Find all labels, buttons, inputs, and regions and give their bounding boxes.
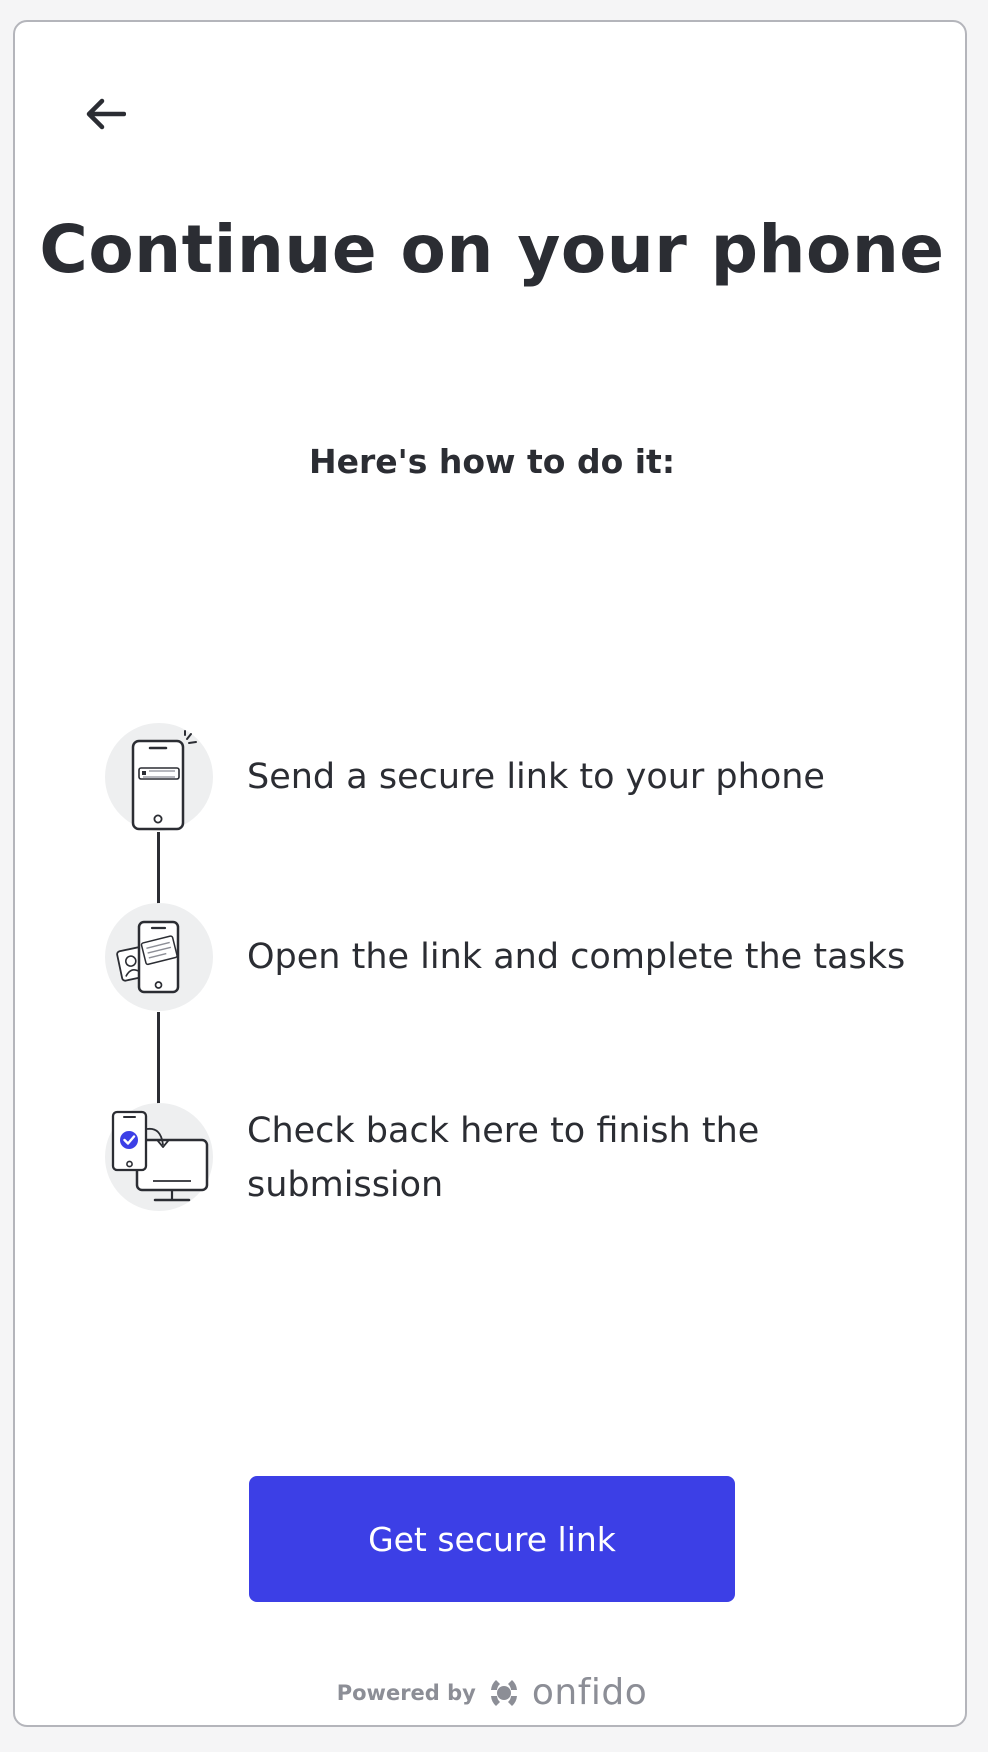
phone-to-desktop-check-icon bbox=[111, 1110, 209, 1202]
onfido-logo-icon bbox=[490, 1679, 517, 1706]
step-connector bbox=[157, 1012, 160, 1104]
step-3-text: Check back here to finish the submission bbox=[247, 1111, 760, 1205]
get-secure-link-button[interactable]: Get secure link bbox=[249, 1476, 735, 1602]
step-2-icon-container bbox=[105, 903, 213, 1011]
page-title: Continue on your phone bbox=[15, 206, 969, 294]
page-subtitle: Here's how to do it: bbox=[308, 442, 676, 481]
step-2-text: Open the link and complete the tasks bbox=[247, 937, 906, 977]
verification-modal: Continue on your phone Here's how to do … bbox=[13, 20, 967, 1727]
page-title-text: Continue on your phone bbox=[39, 211, 945, 288]
onfido-brand-name: onfido bbox=[531, 1672, 648, 1713]
arrow-left-icon bbox=[86, 98, 126, 130]
back-button[interactable] bbox=[65, 74, 145, 154]
step-1-text: Send a secure link to your phone bbox=[247, 757, 825, 797]
powered-by-footer: Powered by onfido bbox=[15, 1672, 969, 1713]
phone-message-icon bbox=[131, 730, 197, 831]
phone-document-icon bbox=[116, 920, 180, 994]
powered-by-label: Powered by bbox=[336, 1680, 476, 1705]
step-connector bbox=[157, 832, 160, 924]
step-3-icon-container bbox=[105, 1103, 213, 1211]
step-1-icon-container bbox=[105, 723, 213, 831]
